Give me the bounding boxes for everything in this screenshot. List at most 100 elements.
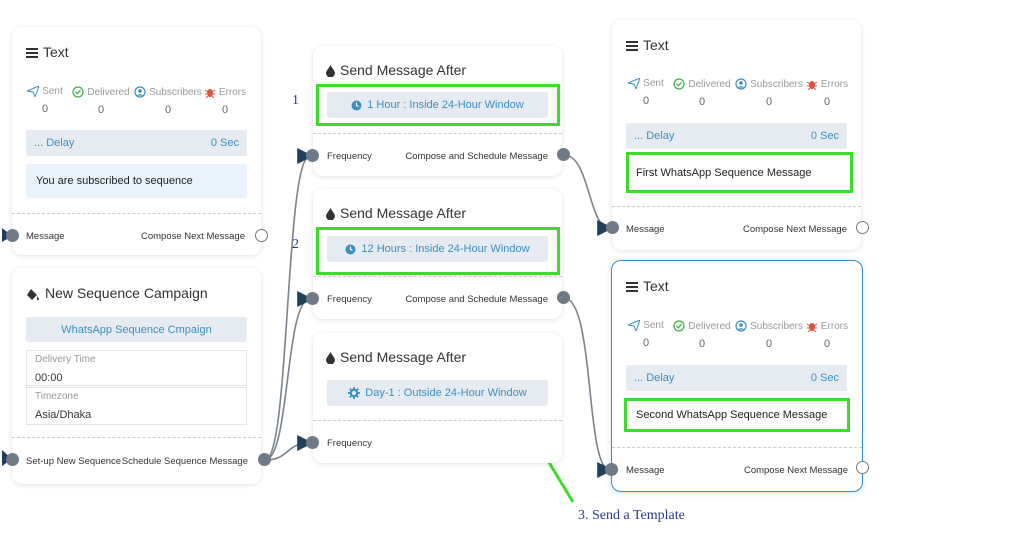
port-label-compose-schedule: Compose and Schedule Message	[405, 294, 548, 305]
timezone-field[interactable]	[26, 387, 247, 425]
send3-input-port[interactable]	[306, 436, 319, 449]
text-node-c[interactable]: Text Sent 0 Delivered 0 Subscribers 0 Er…	[611, 260, 863, 492]
connector-campaign-to-send1	[264, 148, 314, 461]
message-box[interactable]: Second WhatsApp Sequence Message	[626, 397, 850, 433]
send-after-node-2[interactable]: Send Message After 12 Hours : Inside 24-…	[313, 189, 562, 319]
divider	[12, 213, 261, 214]
message-box[interactable]: First WhatsApp Sequence Message	[626, 154, 850, 192]
text-node-title: Text	[626, 278, 669, 294]
divider	[12, 437, 261, 438]
delay-value: 0 Sec	[810, 130, 839, 142]
campaign-node[interactable]: New Sequence Campaign WhatsApp Sequence …	[12, 268, 261, 484]
divider	[313, 133, 562, 134]
port-label-setup: Set-up New Sequence	[26, 456, 122, 467]
highlight-frame-c	[624, 398, 850, 432]
stats-row: Sent 0 Delivered 0 Subscribers 0 Errors …	[626, 78, 856, 108]
send-after-node-1[interactable]: Send Message After 1 Hour : Inside 24-Ho…	[313, 46, 562, 176]
message-box[interactable]: You are subscribed to sequence	[26, 164, 247, 198]
send-icon	[27, 86, 40, 97]
send1-output-port[interactable]	[557, 148, 570, 161]
text-node-a[interactable]: Text Sent 0 Delivered 0 Subscribers 0 Er…	[12, 27, 261, 255]
text-b-input-port[interactable]	[606, 221, 619, 234]
text-node-b[interactable]: Text Sent 0 Delivered 0 Subscribers 0 Er…	[612, 20, 861, 250]
delay-label: ... Delay	[34, 137, 75, 149]
time-pill[interactable]: 1 Hour : Inside 24-Hour Window	[327, 92, 548, 118]
send-after-node-3[interactable]: Send Message After Day-1 : Outside 24-Ho…	[313, 333, 562, 463]
timezone-value: Asia/Dhaka	[35, 409, 92, 421]
paint-bucket-icon	[26, 285, 40, 301]
text-a-output-port[interactable]	[255, 229, 268, 242]
stat-delivered: Delivered 0	[670, 320, 734, 350]
send-icon	[628, 78, 641, 89]
highlight-frame-1	[316, 84, 560, 126]
divider	[313, 420, 562, 421]
text-a-input-port[interactable]	[6, 229, 19, 242]
delay-value: 0 Sec	[810, 372, 839, 384]
campaign-output-port[interactable]	[258, 453, 271, 466]
text-node-title: Text	[26, 44, 69, 60]
time-pill[interactable]: 12 Hours : Inside 24-Hour Window	[327, 236, 548, 262]
text-c-input-port[interactable]	[605, 463, 618, 476]
port-label-compose-next: Compose Next Message	[743, 465, 848, 476]
text-b-output-port[interactable]	[856, 221, 869, 234]
port-label-frequency: Frequency	[327, 151, 372, 162]
stat-subscribers: Subscribers 0	[734, 320, 804, 350]
port-label-schedule: Schedule Sequence Message	[121, 456, 248, 467]
delay-row[interactable]: ... Delay 0 Sec	[626, 123, 847, 149]
delivery-time-field[interactable]	[26, 350, 247, 386]
stat-sent: Sent 0	[626, 78, 666, 108]
time-pill[interactable]: Day-1 : Outside 24-Hour Window	[327, 380, 548, 406]
send-after-title: Send Message After	[326, 205, 466, 221]
list-icon	[26, 44, 38, 60]
port-label-compose-next: Compose Next Message	[742, 224, 847, 235]
user-circle-icon	[735, 78, 747, 90]
send-after-title: Send Message After	[326, 62, 466, 78]
campaign-title: New Sequence Campaign	[26, 285, 208, 301]
annotation-send-template: 3. Send a Template	[578, 508, 685, 523]
port-label-compose-next: Compose Next Message	[140, 231, 245, 242]
port-label-message: Message	[26, 231, 65, 242]
send1-input-port[interactable]	[306, 149, 319, 162]
connector-send2-to-text-c	[563, 297, 614, 478]
clock-icon	[345, 243, 356, 255]
stats-row: Sent 0 Delivered 0 Subscribers 0 Errors …	[26, 86, 256, 116]
stat-delivered: Delivered 0	[670, 78, 734, 108]
stat-delivered: Delivered 0	[68, 86, 134, 116]
stat-sent: Sent 0	[626, 320, 666, 350]
stats-row: Sent 0 Delivered 0 Subscribers 0 Errors …	[626, 320, 856, 350]
stat-errors: Errors 0	[804, 320, 850, 350]
send2-output-port[interactable]	[557, 291, 570, 304]
text-c-output-port[interactable]	[856, 461, 869, 474]
campaign-input-port[interactable]	[6, 453, 19, 466]
delay-row[interactable]: ... Delay 0 Sec	[26, 130, 247, 156]
delay-label: ... Delay	[634, 130, 675, 142]
drop-icon	[326, 349, 335, 365]
send-icon	[628, 320, 641, 331]
clock-icon	[351, 99, 362, 111]
stat-errors: Errors 0	[202, 86, 248, 116]
highlight-frame-b	[626, 152, 853, 193]
connector-campaign-to-send3	[264, 435, 314, 461]
step-number-2: 2	[292, 237, 299, 252]
port-label-message: Message	[626, 224, 665, 235]
list-icon	[626, 37, 638, 53]
highlight-frame-2	[316, 227, 560, 275]
check-circle-icon	[673, 320, 685, 332]
campaign-button[interactable]: WhatsApp Sequence Cmpaign	[26, 317, 247, 342]
delay-row[interactable]: ... Delay 0 Sec	[626, 365, 847, 391]
delay-label: ... Delay	[634, 372, 675, 384]
stat-subscribers: Subscribers 0	[134, 86, 202, 116]
stat-errors: Errors 0	[804, 78, 850, 108]
port-label-frequency: Frequency	[327, 294, 372, 305]
stat-sent: Sent 0	[26, 86, 64, 116]
delay-value: 0 Sec	[210, 137, 239, 149]
timezone-label: Timezone	[35, 391, 79, 402]
check-circle-icon	[673, 78, 685, 90]
divider	[313, 276, 562, 277]
divider	[612, 206, 861, 207]
port-label-frequency: Frequency	[327, 438, 372, 449]
bug-icon	[806, 81, 818, 90]
send2-input-port[interactable]	[306, 292, 319, 305]
connector-campaign-to-send2	[264, 291, 314, 461]
check-circle-icon	[72, 86, 84, 98]
